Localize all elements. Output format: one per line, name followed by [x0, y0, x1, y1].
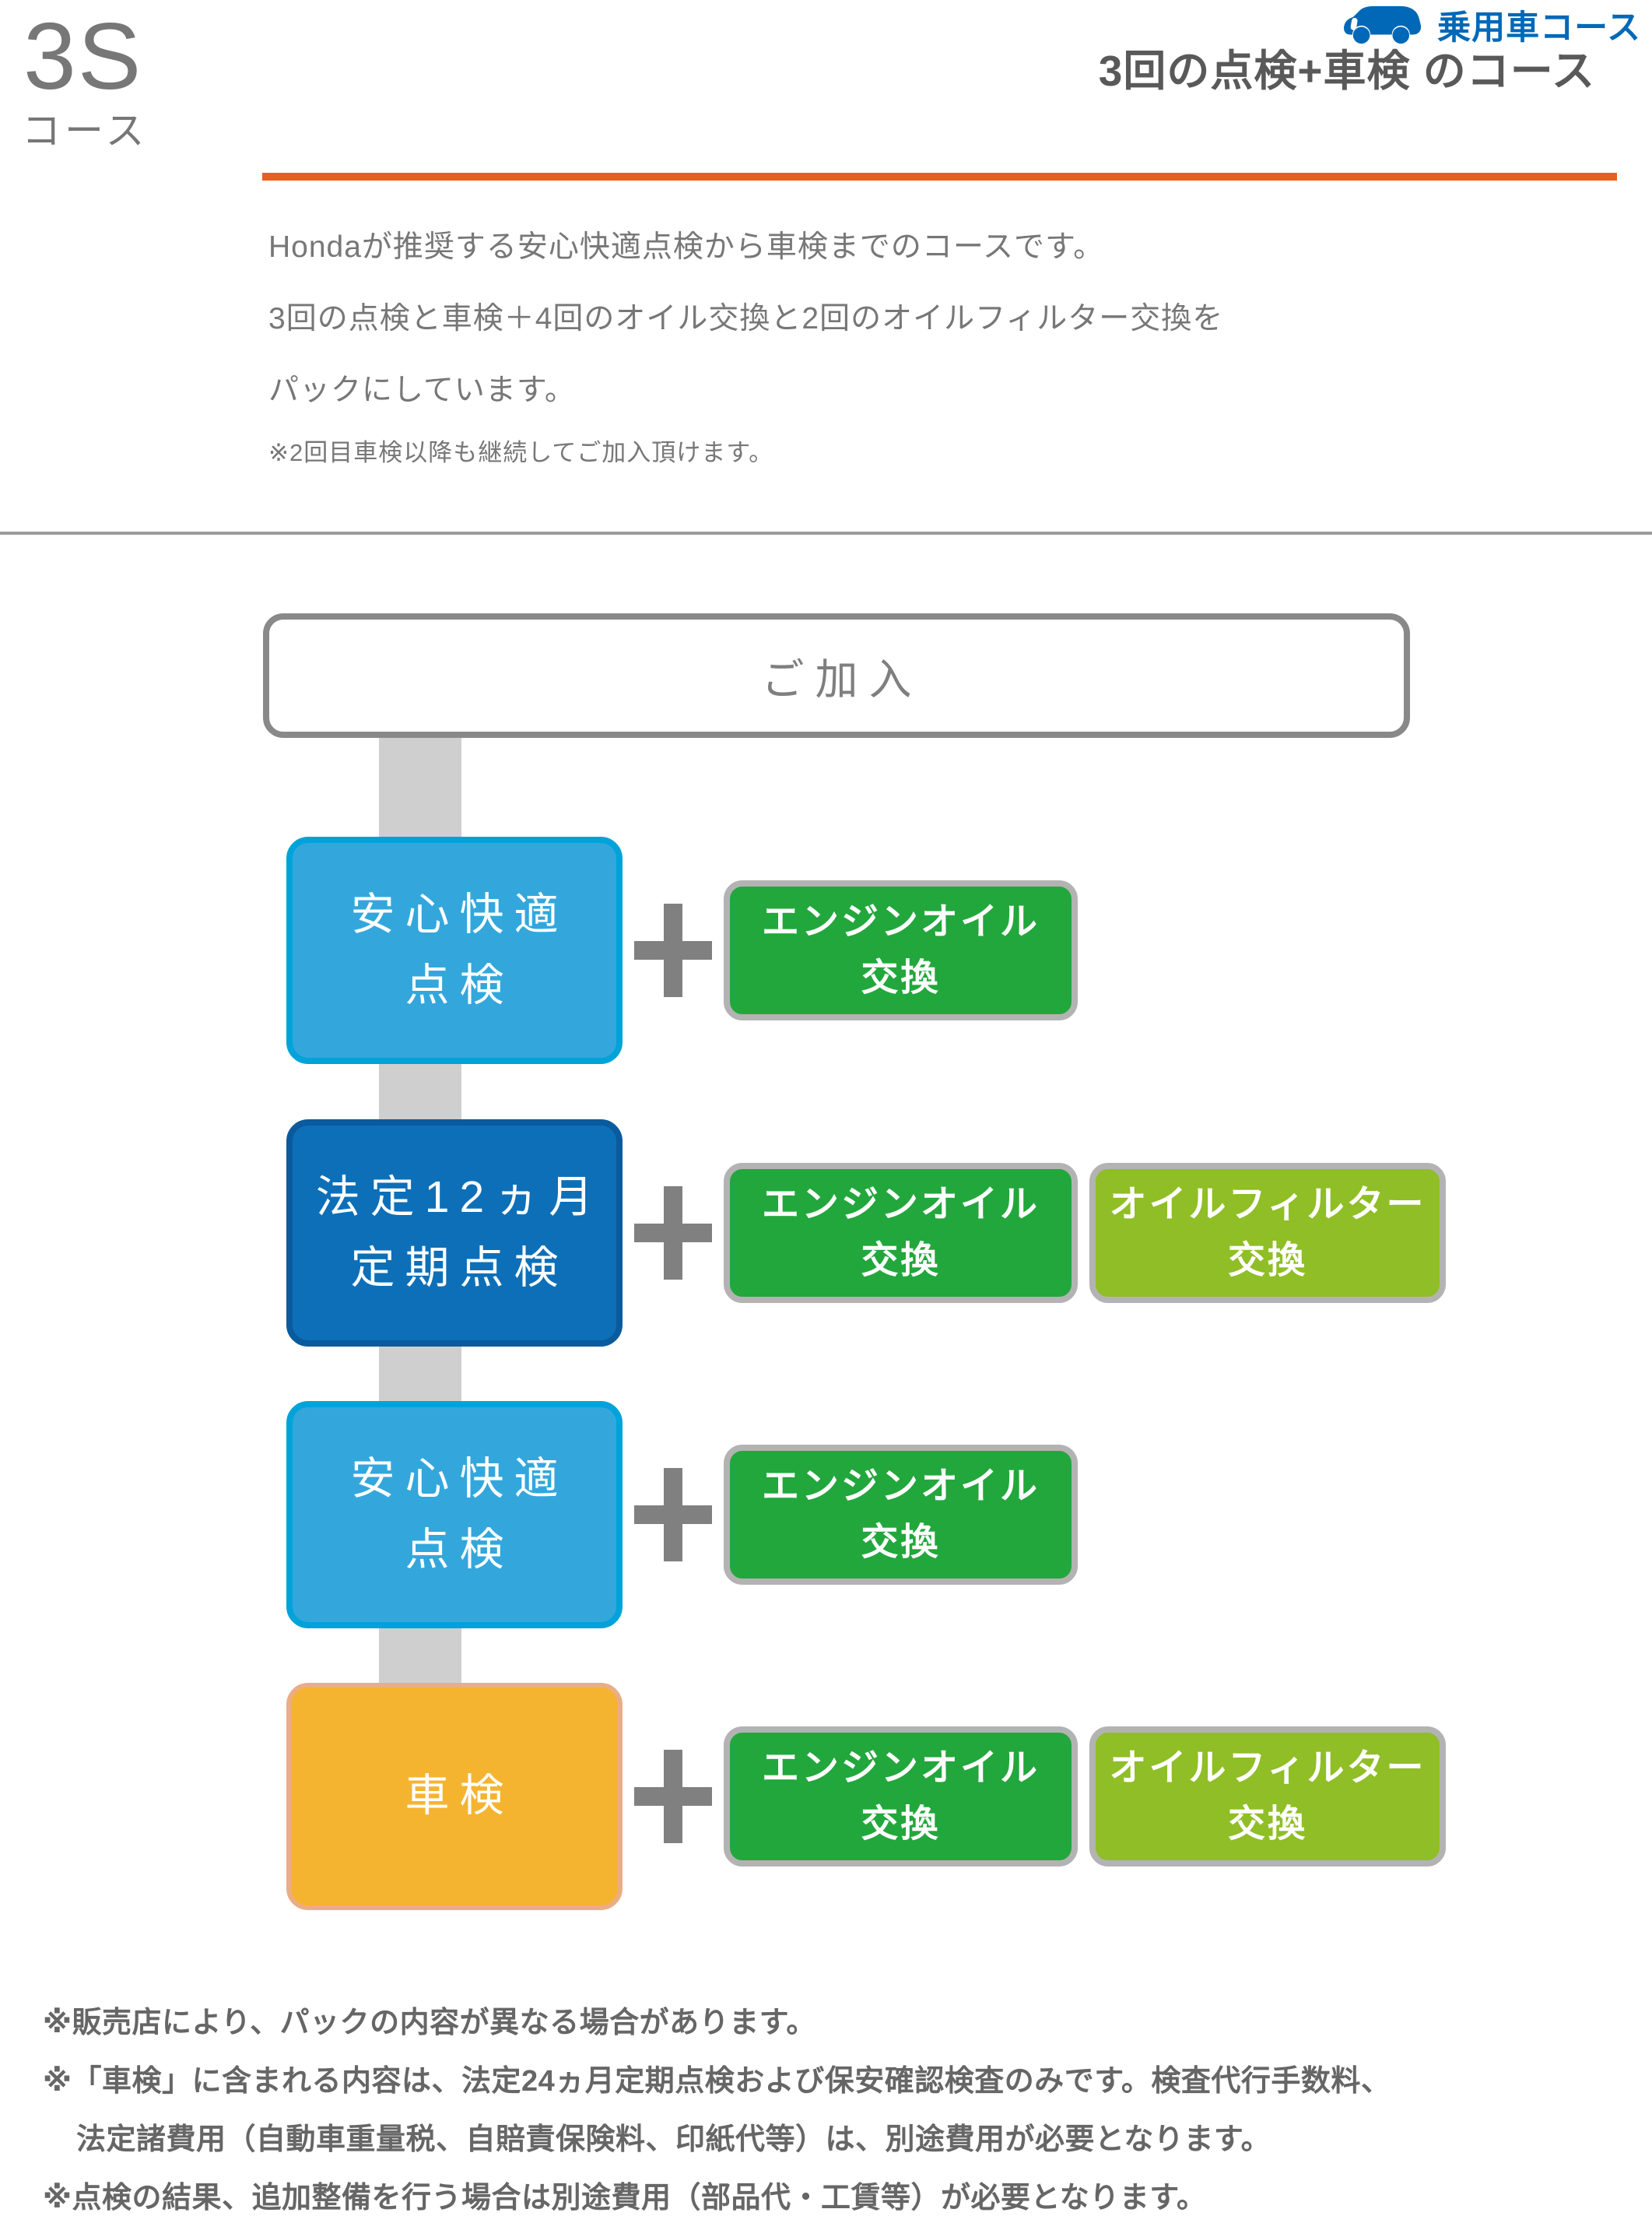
course-code-suffix: コース: [22, 109, 149, 153]
flow-start-label: ご加入: [761, 655, 923, 704]
flow-step-anshin-inspection-1: 安心快適 点検: [286, 837, 623, 1064]
plus-icon: [634, 1186, 712, 1280]
box-label-line: 交換: [861, 1522, 941, 1563]
flow-extra-engine-oil-1: エンジンオイル 交換: [724, 880, 1078, 1020]
box-label-line: 点検: [405, 1525, 514, 1575]
box-label-line: 車検: [405, 1771, 514, 1821]
box-label-line: 交換: [861, 1803, 941, 1845]
flow-start-join: ご加入: [263, 613, 1410, 738]
description-line: パックにしています。: [268, 374, 576, 407]
box-label-line: 交換: [1227, 1240, 1307, 1281]
course-code: 3S: [23, 3, 143, 109]
box-label-line: 交換: [1227, 1803, 1307, 1845]
section-divider: [0, 532, 1652, 535]
box-label-line: エンジンオイル: [761, 901, 1040, 943]
flow-extra-oil-filter-1: オイルフィルター 交換: [1089, 1163, 1446, 1303]
box-label-line: 安心快適: [350, 1453, 569, 1504]
flow-extra-engine-oil-2: エンジンオイル 交換: [724, 1163, 1078, 1303]
page-title: 3回の点検+車検 のコース: [1098, 47, 1595, 95]
description-line: 3回の点検と車検＋4回のオイル交換と2回のオイルフィルター交換を: [268, 302, 1224, 335]
box-label-line: オイルフィルター: [1109, 1747, 1426, 1789]
course-description: Hondaが推奨する安心快適点検から車検までのコースです。 3回の点検と車検＋4…: [268, 212, 1223, 427]
badge-label: 乗用車コース: [1437, 9, 1641, 47]
footnote-line: ※点検の結果、追加整備を行う場合は別途費用（部品代・工賃等）が必要となります。: [43, 2182, 1207, 2214]
footnote-line: 法定諸費用（自動車重量税、自賠責保険料、印紙代等）は、別途費用が必要となります。: [76, 2123, 1271, 2156]
course-note: ※2回目車検以降も継続してご加入頂けます。: [268, 439, 774, 466]
footnotes: ※販売店により、パックの内容が異なる場合があります。 ※「車検」に含まれる内容は…: [43, 1994, 1622, 2216]
flow-step-shaken: 車検: [286, 1683, 623, 1910]
box-label-line: エンジンオイル: [761, 1747, 1040, 1789]
box-label-line: オイルフィルター: [1109, 1184, 1426, 1225]
box-label-line: 交換: [861, 1240, 941, 1281]
description-line: Hondaが推奨する安心快適点検から車検までのコースです。: [268, 230, 1105, 264]
box-label-line: エンジンオイル: [761, 1184, 1040, 1225]
title-underline: [262, 173, 1617, 181]
box-label-line: 安心快適: [350, 889, 569, 939]
plus-icon: [634, 1468, 712, 1561]
box-label-line: 法定12ヵ月: [315, 1171, 604, 1222]
plus-icon: [634, 904, 712, 997]
box-label-line: エンジンオイル: [761, 1466, 1040, 1507]
flow-step-anshin-inspection-2: 安心快適 点検: [286, 1401, 623, 1628]
car-icon: [1344, 5, 1422, 44]
box-label-line: 定期点検: [350, 1243, 569, 1293]
vehicle-type-badge: 乗用車コース: [1341, 2, 1641, 48]
flow-extra-engine-oil-4: エンジンオイル 交換: [724, 1726, 1078, 1867]
flow-extra-oil-filter-2: オイルフィルター 交換: [1089, 1726, 1446, 1867]
footnote-line: ※「車検」に含まれる内容は、法定24ヵ月定期点検および保安確認検査のみです。検査…: [43, 2065, 1391, 2098]
box-label-line: 交換: [861, 957, 941, 999]
plus-icon: [634, 1750, 712, 1843]
flow-step-legal-12month-inspection: 法定12ヵ月 定期点検: [286, 1119, 623, 1347]
box-label-line: 点検: [405, 961, 514, 1010]
flow-extra-engine-oil-3: エンジンオイル 交換: [724, 1445, 1078, 1585]
footnote-line: ※販売店により、パックの内容が異なる場合があります。: [43, 2007, 816, 2039]
